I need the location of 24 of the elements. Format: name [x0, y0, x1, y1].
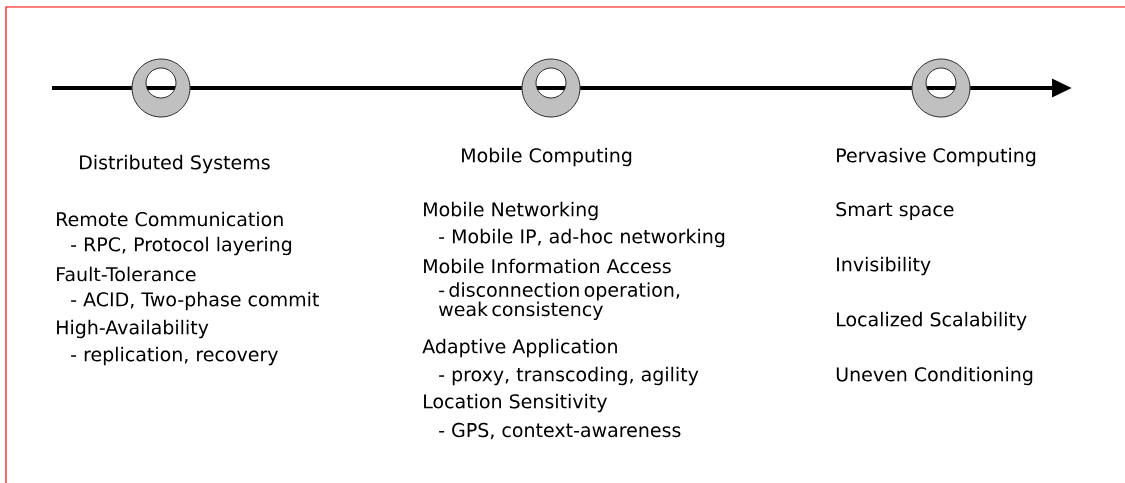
section-heading: Mobile Computing [462, 147, 632, 167]
item-text: Invisibility [837, 256, 931, 276]
item-text: Mobile Information Access [424, 258, 671, 274]
sub-item-text: - ACID, Two-phase commit [71, 291, 319, 311]
item-text: Uneven Conditioning [836, 366, 1033, 386]
sub-item-text: - RPC, Protocol layering [71, 236, 292, 256]
timeline-marker [521, 58, 581, 118]
item-text: Smart space [836, 202, 954, 221]
item-text: Adaptive Application [422, 338, 617, 358]
item-text: Remote Communication [57, 211, 283, 227]
sub-item-text: - proxy, transcoding, agility [439, 366, 699, 386]
item-text: Location Sensitivity [424, 393, 607, 413]
sub-item-text: - disconnection operation, weak consistency [439, 282, 680, 320]
item-text: Fault-Tolerance [57, 266, 196, 282]
section-heading: Pervasive Computing [837, 147, 1036, 167]
sub-item-text: - replication, recovery [71, 346, 278, 366]
timeline-marker [911, 58, 971, 118]
section-heading: Distributed Systems [80, 154, 270, 174]
sub-item-text: - Mobile IP, ad-hoc networking [439, 228, 725, 248]
item-text: Localized Scalability [837, 311, 1027, 331]
timeline-marker [131, 58, 191, 118]
item-text: Mobile Networking [424, 201, 598, 221]
item-text: High-Availability [57, 319, 209, 339]
sub-item-text: - GPS, context-awareness [439, 422, 681, 440]
